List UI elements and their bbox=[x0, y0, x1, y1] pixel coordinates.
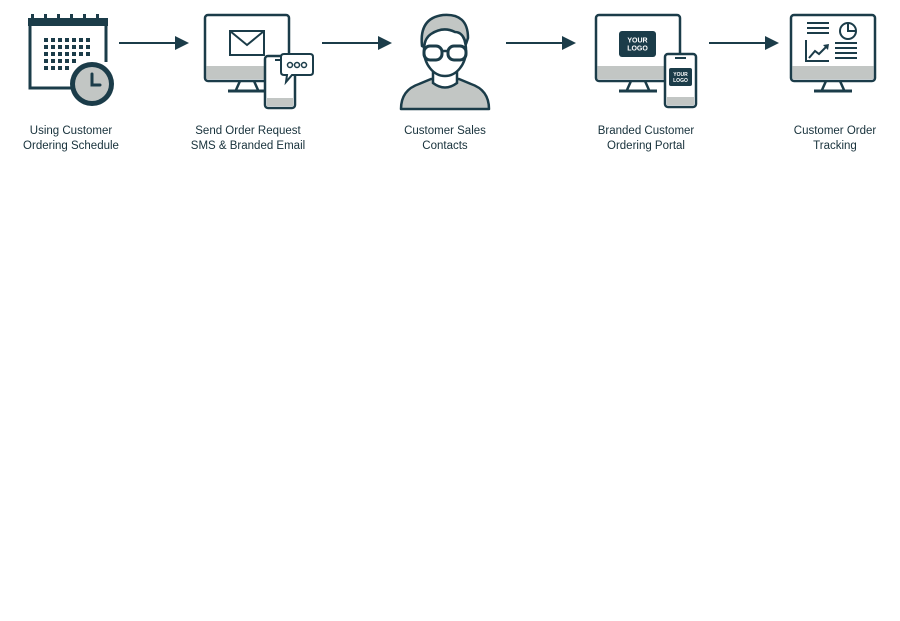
logo-text-line1: YOUR bbox=[627, 38, 647, 45]
logo-text-line2: LOGO bbox=[627, 46, 648, 53]
email-sms-icon bbox=[203, 13, 314, 110]
arrow-right-icon bbox=[506, 35, 578, 51]
person-glasses-icon bbox=[399, 13, 491, 111]
arrow-right-icon bbox=[322, 35, 394, 51]
calendar-clock-icon bbox=[28, 14, 114, 106]
logo-text-line1: YOUR bbox=[673, 72, 688, 78]
logo-text-line2: LOGO bbox=[673, 78, 688, 84]
arrow-right-icon bbox=[709, 35, 781, 51]
dashboard-monitor-icon bbox=[789, 13, 877, 93]
branded-portal-icon: YOUR LOGO YOUR LOGO bbox=[594, 13, 698, 109]
arrow-right-icon bbox=[119, 35, 191, 51]
